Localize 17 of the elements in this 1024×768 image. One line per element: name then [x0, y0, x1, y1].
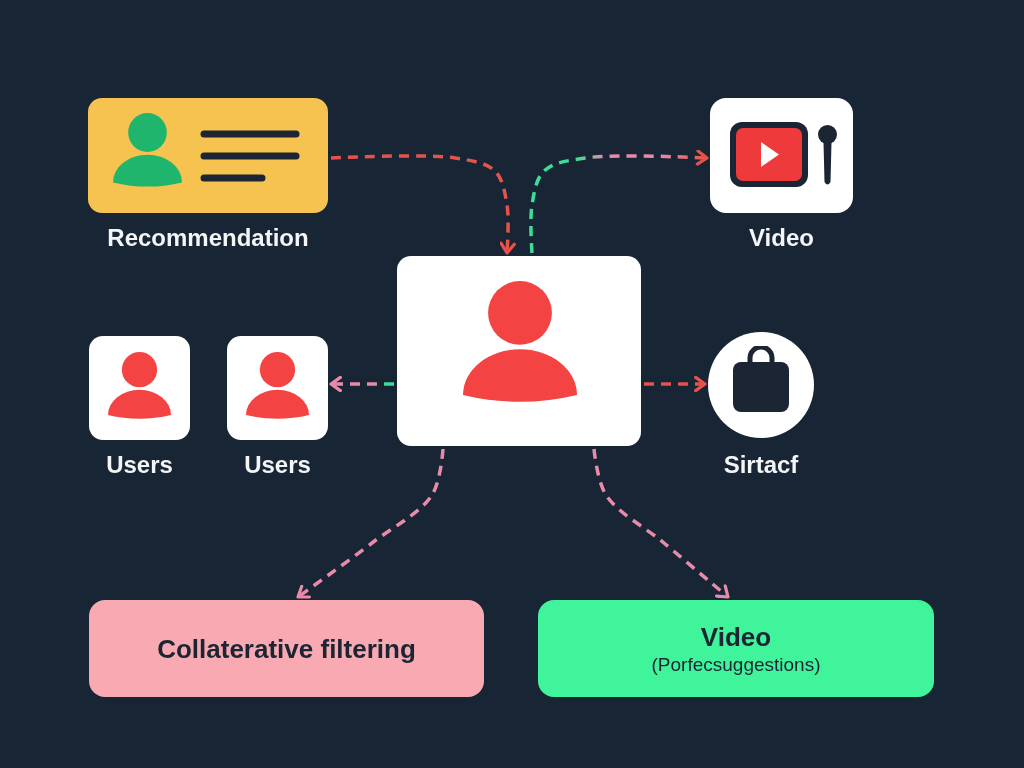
box-subtitle: (Porfecsuggestions) — [651, 652, 821, 677]
dashed-arrow — [330, 154, 516, 255]
dashed-arrow — [644, 375, 707, 393]
profile-panel — [397, 256, 641, 446]
node-caption: Video — [749, 224, 814, 252]
node-caption: Users — [106, 451, 173, 479]
dashed-arrow — [329, 375, 394, 393]
dashed-arrow — [296, 448, 445, 599]
box-label: Collaterative filtering — [157, 632, 416, 665]
node-caption: Recommendation — [107, 224, 309, 252]
node-caption: Sirtacf — [723, 451, 799, 479]
process-box — [538, 600, 934, 697]
box-title: Video — [700, 620, 772, 653]
dashed-arrow — [529, 149, 709, 254]
node-caption: Users — [244, 451, 311, 479]
process-box — [89, 600, 484, 697]
dashed-arrow — [592, 448, 730, 599]
